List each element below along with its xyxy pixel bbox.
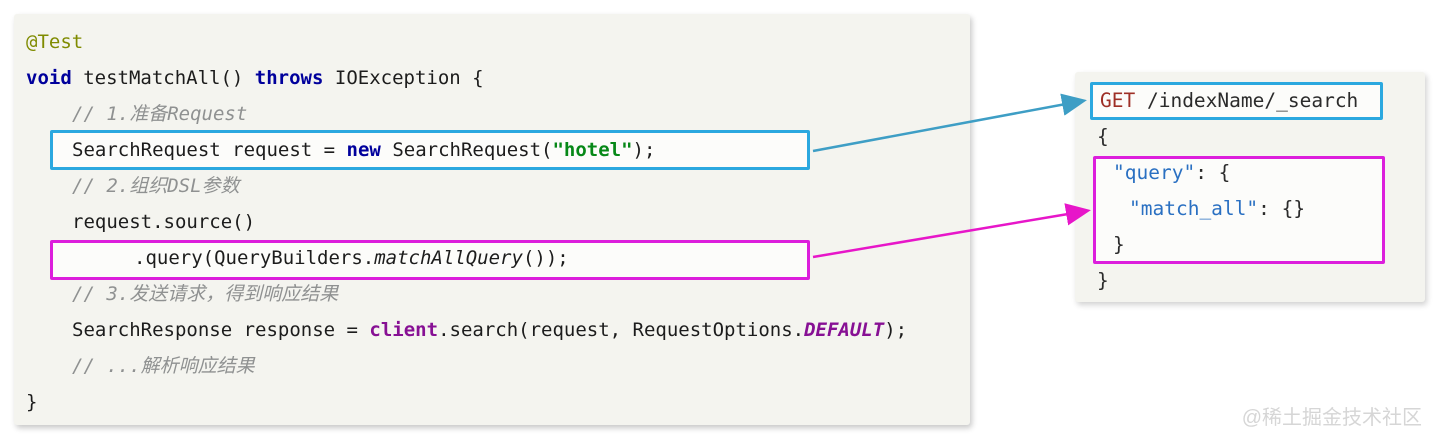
code-token: // 3.发送请求，得到响应结果 (72, 283, 339, 305)
watermark: @稀土掘金技术社区 (1241, 407, 1422, 429)
code-token: ); (632, 139, 656, 161)
code-token: "match_all" (1129, 197, 1259, 220)
code-line-annotation: @Test (14, 24, 970, 60)
query-builder-highlight-box (50, 240, 810, 280)
code-token: IOException { (323, 67, 484, 89)
dsl-line-match-all: "match_all": {} (1075, 191, 1425, 227)
code-token: SearchResponse response = (72, 319, 370, 341)
code-token: ); (884, 319, 908, 341)
code-token: ()); (522, 247, 569, 269)
code-line-comment-3: // 3.发送请求，得到响应结果 (14, 276, 970, 312)
code-token: GET (1100, 89, 1136, 112)
java-code-panel: @Test void testMatchAll() throws IOExcep… (14, 14, 970, 425)
dsl-code: GET /indexName/_search { "query": { "mat… (1075, 72, 1425, 302)
code-token: // ...解析响应结果 (72, 355, 255, 377)
code-line-closing-brace: } (14, 384, 970, 420)
code-token: client (369, 319, 439, 341)
code-token: request.source() (72, 211, 256, 233)
query-block-highlight-box (1093, 156, 1385, 264)
code-token: } (26, 391, 38, 413)
code-token: DEFAULT (804, 319, 885, 341)
code-token: } (1097, 269, 1109, 292)
code-token: new (346, 139, 381, 161)
code-token: } (1113, 233, 1125, 256)
dsl-request-panel: GET /indexName/_search { "query": { "mat… (1075, 72, 1425, 302)
code-token: // 1.准备Request (72, 103, 248, 125)
get-line-highlight-box (1090, 82, 1383, 120)
code-token: { (1097, 125, 1109, 148)
code-token: // 2.组织DSL参数 (72, 175, 240, 197)
code-line-search-response: SearchResponse response = client.search(… (14, 312, 970, 348)
code-token: /indexName/_search (1135, 89, 1359, 112)
code-token: : { (1195, 161, 1231, 184)
dsl-line-get: GET /indexName/_search (1075, 83, 1425, 119)
code-line-request-source: request.source() (14, 204, 970, 240)
dsl-line-open-brace: { (1075, 119, 1425, 155)
code-token: .search(request, RequestOptions. (438, 319, 805, 341)
dsl-line-query-key: "query": { (1075, 155, 1425, 191)
code-line-comment-1: // 1.准备Request (14, 96, 970, 132)
code-token: "query" (1113, 161, 1196, 184)
code-line-comment-4: // ...解析响应结果 (14, 348, 970, 384)
code-token: throws (254, 67, 324, 89)
code-token: SearchRequest request = (72, 139, 347, 161)
code-token: testMatchAll() (71, 67, 255, 89)
code-token: "hotel" (552, 139, 633, 161)
code-token: matchAllQuery (374, 247, 523, 269)
dsl-line-close-brace: } (1075, 263, 1425, 299)
dsl-line-inner-close-brace: } (1075, 227, 1425, 263)
code-line-method-signature: void testMatchAll() throws IOException { (14, 60, 970, 96)
code-line-search-request: SearchRequest request = new SearchReques… (14, 132, 970, 168)
code-token: SearchRequest( (380, 139, 553, 161)
code-line-query-builder: .query(QueryBuilders.matchAllQuery()); (14, 240, 970, 276)
code-token: .query(QueryBuilders. (134, 247, 375, 269)
code-line-comment-2: // 2.组织DSL参数 (14, 168, 970, 204)
code-token: @Test (26, 31, 84, 53)
code-token: : {} (1258, 197, 1306, 220)
search-request-highlight-box (50, 130, 810, 170)
java-code: @Test void testMatchAll() throws IOExcep… (14, 14, 970, 425)
code-token: void (26, 67, 72, 89)
